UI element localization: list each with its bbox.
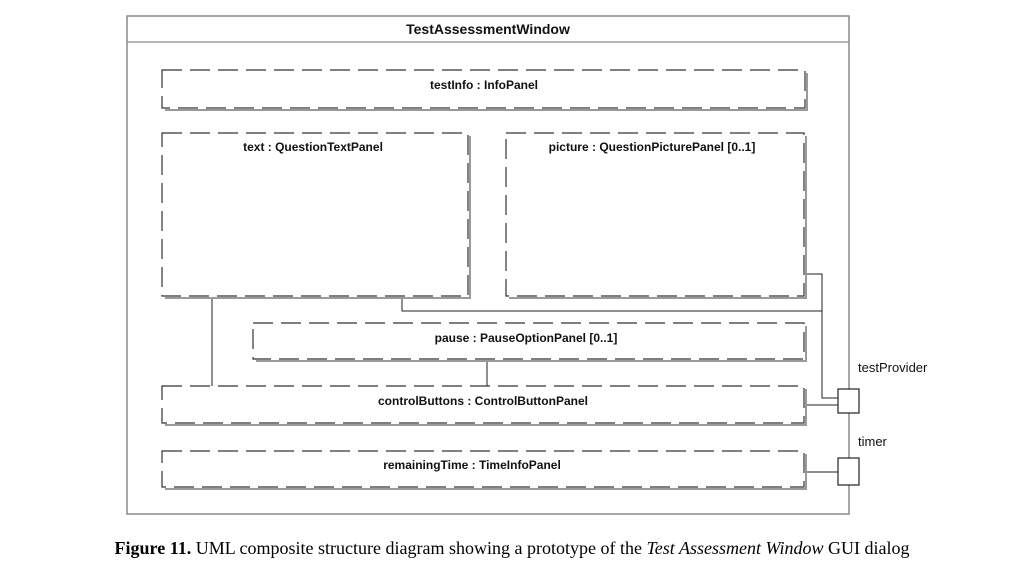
part-label-test-info: testInfo : InfoPanel xyxy=(430,78,538,92)
part-pause: pause : PauseOptionPanel [0..1] xyxy=(252,322,807,362)
composite-title: TestAssessmentWindow xyxy=(406,21,570,37)
connectors xyxy=(211,273,838,473)
port-test-provider: testProvider xyxy=(837,360,928,414)
caption-text-before: UML composite structure diagram showing … xyxy=(191,538,647,558)
part-test-info: testInfo : InfoPanel xyxy=(161,69,808,111)
part-label-control-buttons: controlButtons : ControlButtonPanel xyxy=(378,394,588,408)
figure-caption: Figure 11. UML composite structure diagr… xyxy=(0,538,1024,559)
connector-picture-to-testprovider xyxy=(805,273,838,399)
port-label-test-provider: testProvider xyxy=(858,360,928,375)
caption-emphasis: Test Assessment Window xyxy=(646,538,824,558)
caption-text-after: GUI dialog xyxy=(823,538,910,558)
connector-text-to-provider xyxy=(401,297,822,312)
caption-label: Figure 11. xyxy=(114,538,192,558)
port-label-timer: timer xyxy=(858,434,888,449)
part-text: text : QuestionTextPanel xyxy=(161,132,471,299)
port-timer: timer xyxy=(837,434,888,486)
part-label-pause: pause : PauseOptionPanel [0..1] xyxy=(435,331,618,345)
part-label-picture: picture : QuestionPicturePanel [0..1] xyxy=(549,140,756,154)
part-picture: picture : QuestionPicturePanel [0..1] xyxy=(505,132,807,299)
part-control-buttons: controlButtons : ControlButtonPanel xyxy=(161,385,807,426)
part-remaining-time: remainingTime : TimeInfoPanel xyxy=(161,450,807,490)
part-label-remaining-time: remainingTime : TimeInfoPanel xyxy=(383,458,561,472)
part-label-text: text : QuestionTextPanel xyxy=(243,140,383,154)
